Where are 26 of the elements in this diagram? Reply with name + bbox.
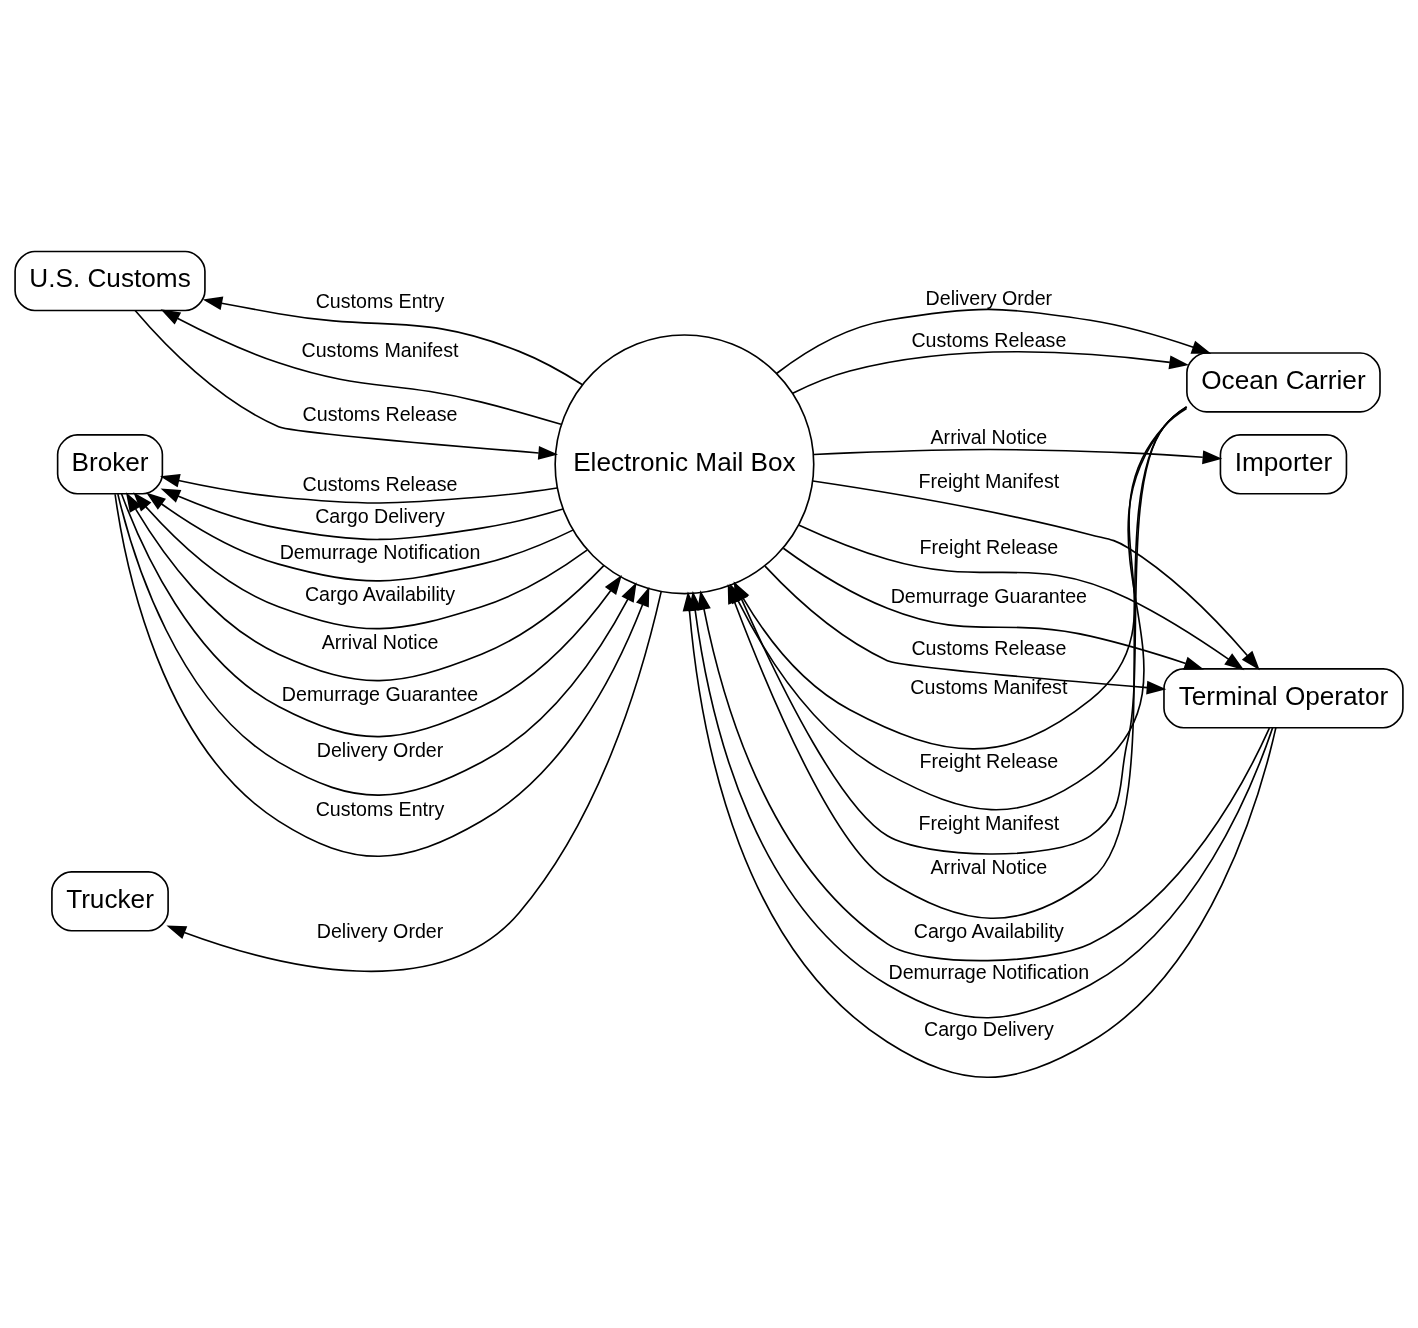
edge-label: Arrival Notice xyxy=(930,855,1048,878)
edge-label: Freight Manifest xyxy=(918,811,1060,834)
edge-label: Customs Manifest xyxy=(301,338,459,361)
edge-label: Customs Release xyxy=(911,636,1067,659)
edge-label: Freight Release xyxy=(919,535,1059,558)
edge-label: Demurrage Guarantee xyxy=(890,584,1088,607)
edge-label: Customs Release xyxy=(911,328,1067,351)
edge-label: Arrival Notice xyxy=(321,630,439,653)
edge-label: Delivery Order xyxy=(316,738,444,761)
edge-label: Customs Entry xyxy=(315,289,445,312)
edge-label: Customs Entry xyxy=(315,797,445,820)
edge-label: Freight Manifest xyxy=(918,469,1060,492)
edge-label: Customs Manifest xyxy=(910,675,1068,698)
edge-label: Cargo Delivery xyxy=(923,1017,1054,1040)
edge-label: Customs Release xyxy=(302,402,458,425)
edge-label: Demurrage Guarantee xyxy=(281,682,479,705)
edge-label: Cargo Delivery xyxy=(315,504,445,527)
edge-label: Freight Release xyxy=(919,749,1059,772)
edge-label: Arrival Notice xyxy=(930,425,1048,448)
edge-label: Customs Release xyxy=(302,472,458,495)
edge-label: Delivery Order xyxy=(316,919,444,942)
edge-label: Delivery Order xyxy=(925,286,1053,309)
edge-label: Cargo Availability xyxy=(913,919,1064,942)
edge-label: Demurrage Notification xyxy=(279,540,481,563)
edge-label: Cargo Availability xyxy=(304,582,456,605)
edge-label: Demurrage Notification xyxy=(888,960,1090,983)
